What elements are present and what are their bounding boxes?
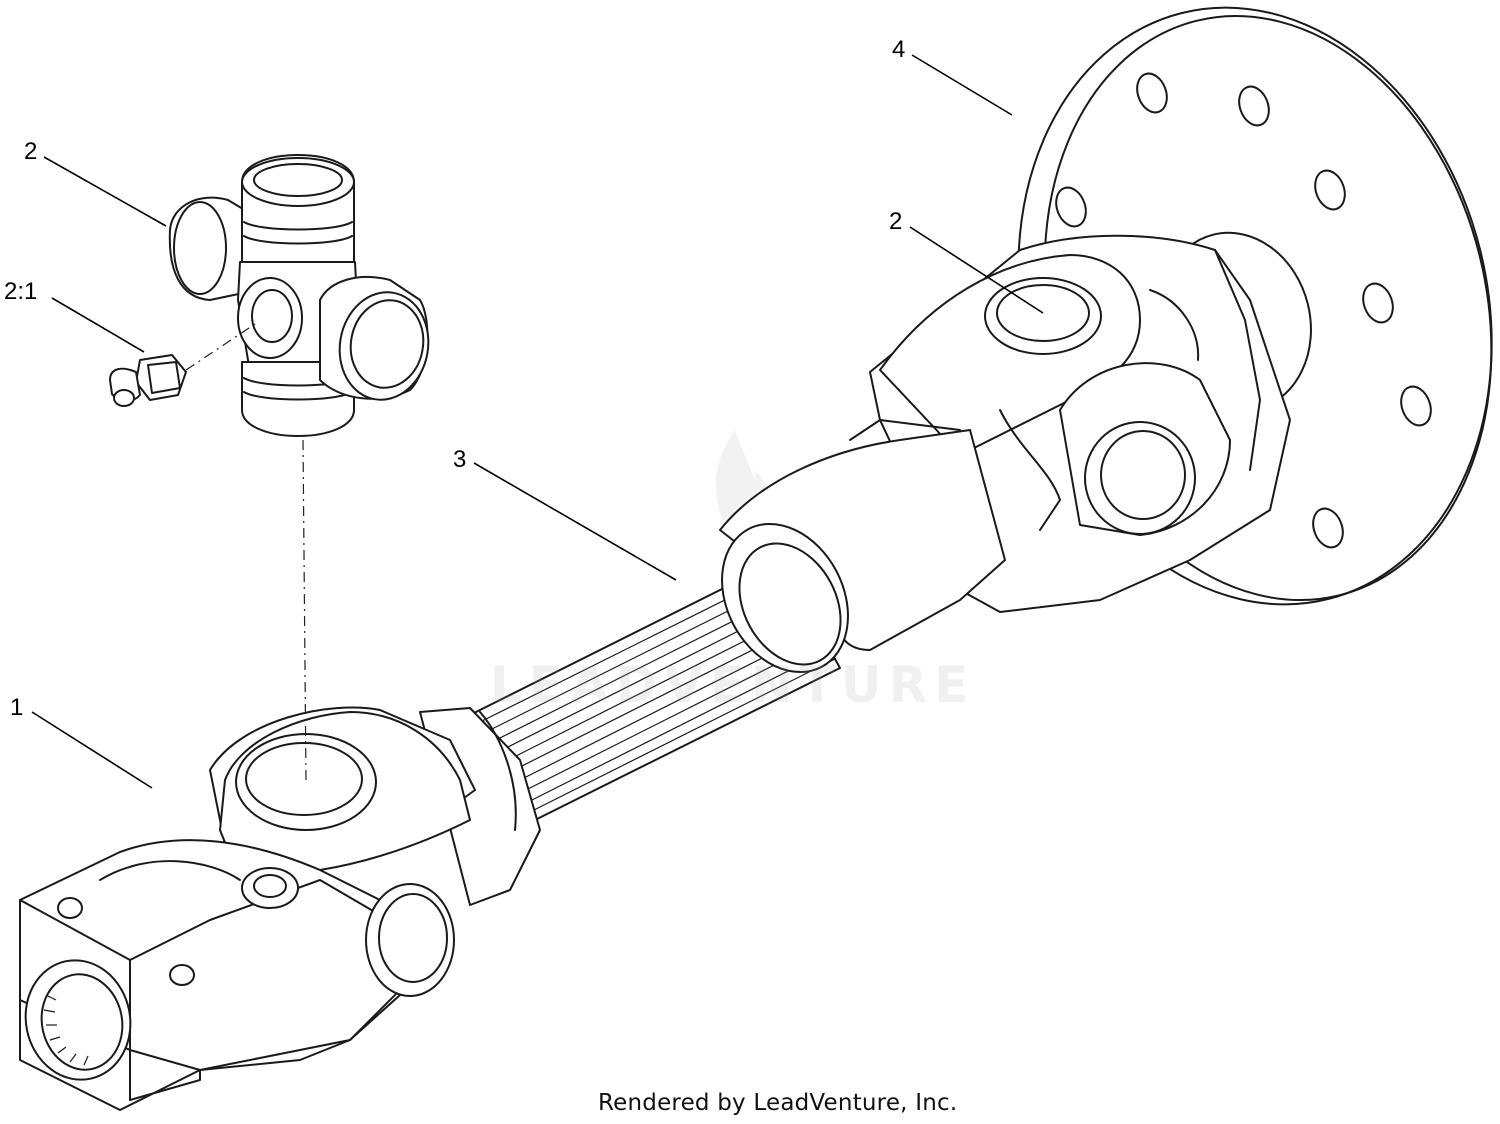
- callout-2-left: 2: [24, 138, 38, 165]
- u-joint-cross-part-2: [168, 154, 430, 437]
- grease-fitting-part-2-1: [109, 354, 187, 407]
- callout-4: 4: [892, 36, 906, 63]
- callout-2-1: 2:1: [4, 278, 38, 305]
- driveshaft-part-3: [419, 419, 1006, 906]
- yoke-part-1: [19, 706, 476, 1111]
- callout-2-right: 2: [889, 208, 903, 235]
- watermark-text: LEADVENTURE: [490, 656, 976, 714]
- leader-line-2-1: [51, 297, 145, 353]
- leader-line-4: [911, 54, 1013, 116]
- leader-line-1: [31, 711, 153, 789]
- leader-line-3: [473, 462, 677, 581]
- assembly-centerline-fitting: [185, 321, 259, 371]
- callout-1: 1: [10, 694, 24, 721]
- leader-line-2-right: [909, 226, 1044, 314]
- footer-credit: Rendered by LeadVenture, Inc.: [598, 1090, 958, 1116]
- leader-line-2-left: [43, 156, 167, 227]
- callout-3: 3: [453, 446, 467, 473]
